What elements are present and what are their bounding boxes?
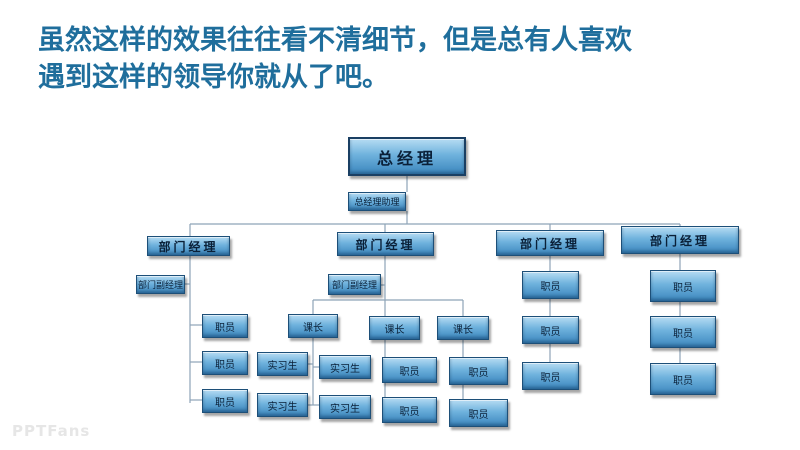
staff-node: 职员 [522, 362, 579, 390]
dept-deputy-node-1: 部门副经理 [136, 275, 185, 294]
staff-node: 职员 [202, 351, 248, 375]
staff-node: 职员 [650, 363, 716, 395]
staff-node: 职员 [202, 389, 248, 413]
intern-node: 实习生 [257, 352, 308, 376]
dept-manager-node-2: 部门经理 [337, 232, 434, 256]
dept-manager-node-1: 部门经理 [147, 236, 230, 256]
general-manager-node: 总经理 [348, 137, 466, 176]
dept-manager-node-4: 部门经理 [621, 226, 739, 254]
dept-deputy-node-2: 部门副经理 [328, 274, 381, 295]
intern-node: 实习生 [257, 393, 308, 417]
section-chief-node: 课长 [288, 314, 338, 338]
section-chief-node: 课长 [369, 316, 420, 340]
heading-line-1: 虽然这样的效果往往看不清细节，但是总有人喜欢 [38, 25, 632, 56]
staff-node: 职员 [202, 314, 248, 338]
watermark-logo: PPTFans [12, 422, 91, 440]
staff-node: 职员 [650, 270, 716, 302]
heading-line-2: 遇到这样的领导你就从了吧。 [38, 62, 389, 93]
dept-manager-node-3: 部门经理 [496, 230, 604, 256]
staff-node: 职员 [522, 316, 579, 344]
intern-node: 实习生 [319, 355, 371, 379]
staff-node: 职员 [449, 357, 508, 385]
general-manager-assistant-node: 总经理助理 [348, 192, 406, 211]
staff-node: 职员 [449, 399, 508, 427]
staff-node: 职员 [522, 271, 579, 299]
staff-node: 职员 [382, 357, 437, 383]
section-chief-node: 课长 [437, 316, 489, 340]
page-heading: 虽然这样的效果往往看不清细节，但是总有人喜欢 遇到这样的领导你就从了吧。 [38, 22, 778, 96]
intern-node: 实习生 [319, 395, 371, 419]
staff-node: 职员 [650, 316, 716, 348]
staff-node: 职员 [382, 397, 437, 423]
